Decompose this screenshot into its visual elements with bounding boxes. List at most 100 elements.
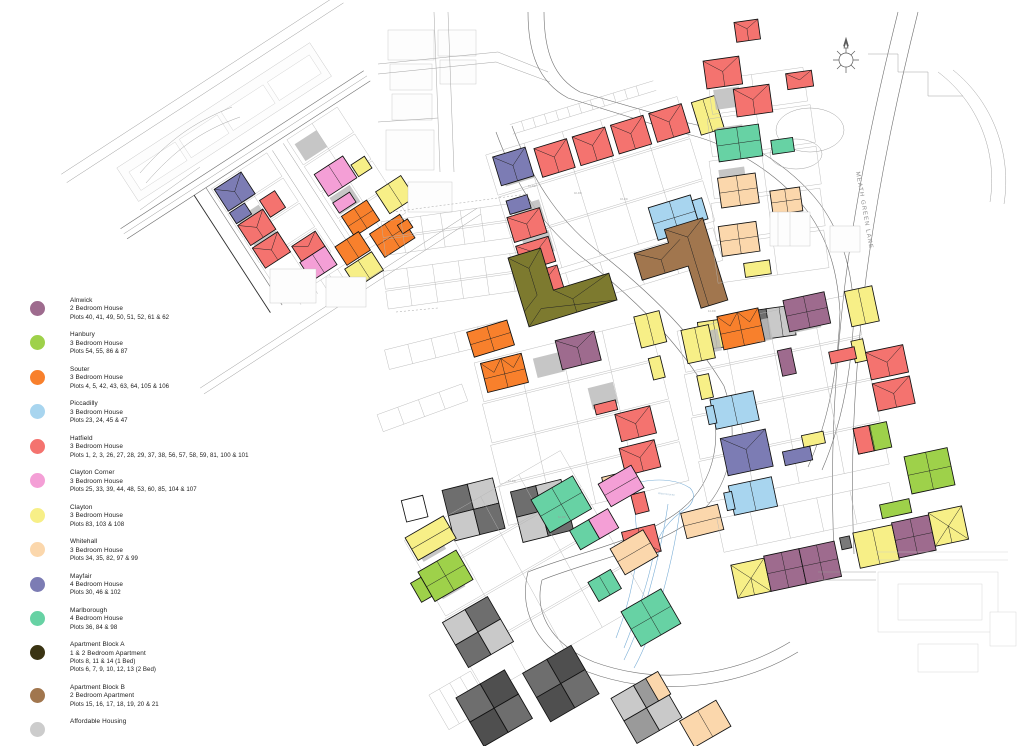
building-whitehall-central [601,470,725,540]
building-marlborough-sw [530,475,682,648]
inset-detail-map [61,0,481,395]
building-souter-east [716,307,766,351]
legend-subtitle: 1 & 2 Bedroom Apartment [70,649,146,657]
svg-text:44-DD: 44-DD [708,310,716,313]
legend-title: Apartment Block B [70,683,125,691]
legend-subtitle: 4 Bedroom House [70,580,124,588]
inset-building-mayfair [213,171,256,225]
legend-subtitle: 4 Bedroom House [70,615,124,623]
legend-subtitle: 2 Bedroom Apartment [70,692,135,700]
legend-plots-secondary: Plots 6, 7, 9, 10, 12, 13 (2 Bed) [70,666,156,674]
building-apartment-block-b [633,217,729,309]
building-alnwick-central [554,330,602,371]
inset-building-souter [334,199,416,266]
legend-swatch-affordable-housing [30,722,45,738]
legend-plots: Plots 36, 84 & 98 [70,623,118,631]
legend-subtitle: 3 Bedroom House [70,374,124,382]
svg-text:01-DD: 01-DD [528,185,536,188]
svg-text:02-DD: 02-DD [574,192,582,195]
legend-plots: Plots 1, 2, 3, 26, 27, 28, 29, 37, 38, 5… [70,451,249,459]
svg-text:45-DD: 45-DD [756,340,764,343]
inset-building-hatfield [237,190,326,269]
building-souter-central [479,352,529,394]
building-alnwick-east [776,291,832,377]
svg-text:62-DD: 62-DD [558,516,566,519]
compass-rose-icon [833,36,859,73]
legend-swatch-hanbury [30,335,45,351]
legend-plots: Plots 83, 103 & 108 [70,520,125,528]
legend-item-marlborough: Marlborough 4 Bedroom House Plots 36, 84… [30,606,250,632]
legend-swatch-piccadilly [30,404,45,420]
legend-item-clayton-corner: Clayton Corner 3 Bedroom House Plots 25,… [30,468,250,494]
legend-swatch-alnwick [30,301,45,316]
legend-subtitle: 3 Bedroom House [70,477,124,485]
building-row-south-east [730,505,970,599]
building-apartment-block-a [507,247,618,328]
legend-swatch-apartment-block-b [30,687,45,703]
legend-swatch-souter [30,369,45,385]
watercourse [615,479,694,669]
building-whitehall [717,172,804,257]
legend-title: Marlborough [70,606,108,614]
legend-title: Alnwick [70,297,93,304]
building-marlborough [714,123,795,163]
legend-subtitle: 2 Bedroom House [70,305,124,313]
legend-subtitle: 3 Bedroom House [70,512,124,520]
legend-title: Souter [70,365,90,373]
legend-swatch-mayfair [30,576,45,592]
legend-subtitle: 3 Bedroom House [70,339,124,347]
legend-item-hanbury: Hanbury 3 Bedroom House Plots 54, 55, 86… [30,330,250,356]
building-hanbury-sw [409,549,474,603]
building-piccadilly-east [704,390,779,516]
legend-title: Whitehall [70,538,98,546]
legend-plots: Plots 8, 11 & 14 (1 Bed) [70,658,136,666]
legend-item-piccadilly: Piccadilly 3 Bedroom House Plots 23, 24,… [30,399,250,425]
legend-swatch-whitehall [30,542,45,558]
legend-subtitle: 3 Bedroom House [70,546,124,554]
legend-plots: Plots 40, 41, 49, 50, 51, 52, 61 & 62 [70,313,170,321]
legend-swatch-apartment-block-a [30,645,45,661]
legend-item-affordable-housing: Affordable Housing [30,717,250,738]
legend-plots: Plots 30, 46 & 102 [70,589,121,597]
building-souter [466,319,515,358]
legend-title: Piccadilly [70,400,98,408]
building-mayfair [492,146,535,215]
building-clayton-east [680,285,880,448]
legend-item-souter: Souter 3 Bedroom House Plots 4, 5, 42, 4… [30,365,250,391]
legend-plots: Plots 54, 55, 86 & 87 [70,348,128,356]
legend-item-clayton: Clayton 3 Bedroom House Plots 83, 103 & … [30,503,250,529]
building-hanbury-east [852,421,956,520]
building-hatfield-east [828,344,916,412]
legend-item-hatfield: Hatfield 3 Bedroom House Plots 1, 2, 3, … [30,434,250,460]
legend-plots: Plots 4, 5, 42, 43, 63, 64, 105 & 106 [70,382,170,390]
legend-plots: Plots 34, 35, 82, 97 & 99 [70,554,138,562]
legend-swatch-clayton [30,507,45,523]
legend-title: Affordable Housing [70,718,127,726]
legend-title: Hanbury [70,331,95,339]
legend-item-mayfair: Mayfair 4 Bedroom House Plots 30, 46 & 1… [30,572,250,598]
building-clayton-central [633,310,668,381]
legend-title: Hatfield [70,434,93,442]
legend-swatch-marlborough [30,610,45,626]
legend-plots: Plots 23, 24, 45 & 47 [70,417,128,425]
legend-title: Apartment Block A [70,641,125,649]
svg-text:03-DD: 03-DD [620,198,628,201]
legend-title: Mayfair [70,572,92,580]
legend-title: Clayton [70,503,93,511]
water-label: Watercourse [658,491,675,497]
legend-plots: Plots 25, 33, 39, 44, 48, 53, 60, 85, 10… [70,486,197,494]
legend-subtitle: 3 Bedroom House [70,443,124,451]
building-clayton-corner-sw [597,464,645,508]
legend-plots: Plots 15, 16, 17, 18, 19, 20 & 21 [70,700,159,708]
legend-title: Clayton Corner [70,469,115,477]
building-hatfield-ne [702,18,815,118]
legend-swatch-hatfield [30,438,45,454]
svg-text:61-DD: 61-DD [508,480,516,483]
main-site-plan-map: MEATH GREEN LANE Watercourse [376,11,1018,746]
legend-item-apartment-block-a: Apartment Block A 1 & 2 Bedroom Apartmen… [30,640,250,674]
legend-panel: Alnwick 2 Bedroom House Plots 40, 41, 49… [30,296,250,746]
legend-subtitle: 3 Bedroom House [70,408,124,416]
legend-item-alnwick: Alnwick 2 Bedroom House Plots 40, 41, 49… [30,296,250,322]
legend-swatch-clayton-corner [30,473,45,489]
building-mayfair-east [719,428,814,477]
